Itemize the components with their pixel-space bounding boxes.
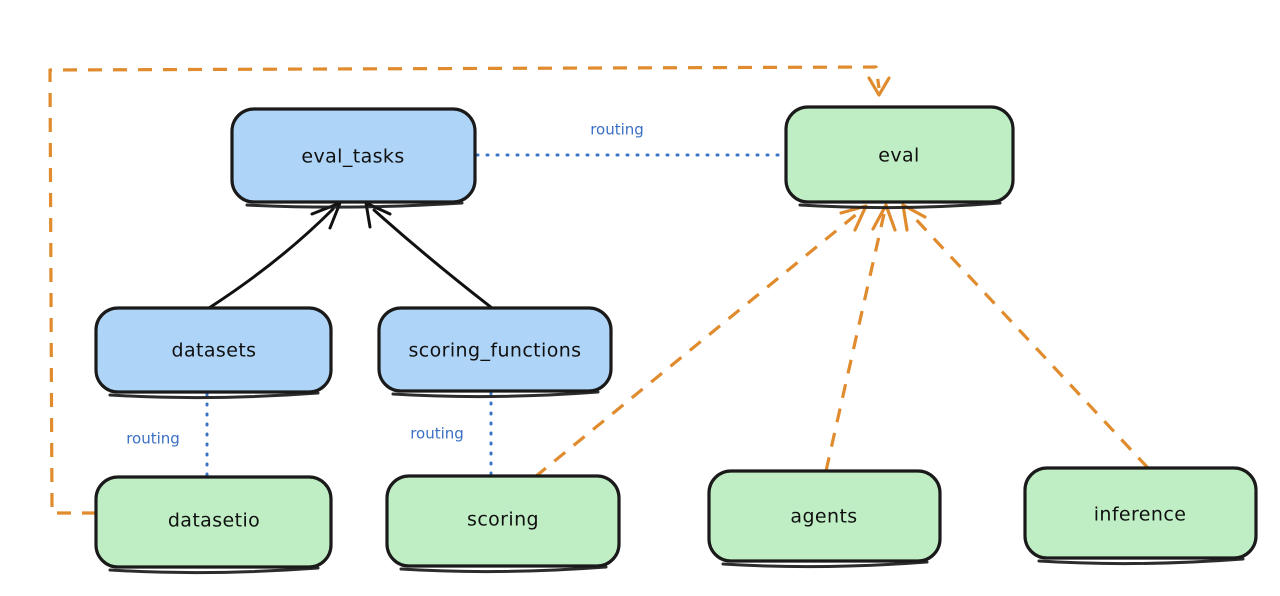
edge-label-routing-datasetio: routing: [126, 430, 180, 448]
node-eval[interactable]: eval: [784, 105, 1015, 210]
node-datasets[interactable]: datasets: [94, 306, 333, 400]
node-datasets-label: datasets: [172, 340, 257, 362]
edge-scoring_functions-to-scoring-routing: routing: [410, 391, 493, 477]
node-inference-label: inference: [1094, 504, 1187, 526]
edge-scoring_functions-to-eval_tasks: [364, 201, 494, 310]
node-scoring-sketch-underline: [399, 565, 608, 574]
edge-agents-to-eval: [824, 203, 897, 472]
edge-datasets-to-eval_tasks: [207, 201, 342, 310]
node-agents-sketch-underline: [721, 560, 929, 569]
edge-datasetio-to-eval: [48, 65, 891, 515]
node-inference-sketch-underline: [1037, 557, 1245, 566]
node-scoring_functions[interactable]: scoring_functions: [377, 306, 613, 399]
node-eval-sketch-underline: [798, 201, 1002, 210]
edge-inference-to-eval: [901, 203, 1150, 470]
node-scoring_functions-sketch-underline: [391, 390, 600, 399]
node-agents-label: agents: [790, 506, 857, 528]
node-eval-label: eval: [878, 145, 919, 167]
node-scoring[interactable]: scoring: [385, 474, 621, 574]
node-inference[interactable]: inference: [1023, 466, 1258, 566]
node-agents[interactable]: agents: [707, 469, 942, 569]
node-scoring_functions-shape[interactable]: [377, 306, 613, 393]
node-datasetio[interactable]: datasetio: [94, 475, 333, 575]
node-scoring-shape[interactable]: [385, 474, 621, 568]
node-eval-shape[interactable]: [784, 105, 1015, 204]
node-inference-shape[interactable]: [1023, 466, 1258, 560]
node-eval_tasks-shape[interactable]: [230, 107, 477, 204]
edge-eval_tasks-to-eval-routing: routing: [475, 121, 786, 157]
node-eval_tasks[interactable]: eval_tasks: [230, 107, 477, 209]
node-scoring-label: scoring: [467, 509, 539, 531]
node-datasets-sketch-underline: [108, 391, 320, 400]
node-datasetio-label: datasetio: [168, 510, 260, 532]
node-agents-shape[interactable]: [707, 469, 942, 563]
edge-datasets-to-datasetio-routing: routing: [126, 392, 209, 478]
node-datasetio-shape[interactable]: [94, 475, 333, 569]
node-eval_tasks-label: eval_tasks: [301, 146, 404, 168]
node-datasetio-sketch-underline: [108, 566, 320, 575]
node-datasets-shape[interactable]: [94, 306, 333, 394]
node-eval_tasks-sketch-underline: [245, 201, 464, 209]
node-scoring_functions-label: scoring_functions: [409, 340, 582, 362]
edge-label-routing-scoring: routing: [410, 425, 464, 443]
edge-label-routing-eval: routing: [590, 121, 644, 139]
